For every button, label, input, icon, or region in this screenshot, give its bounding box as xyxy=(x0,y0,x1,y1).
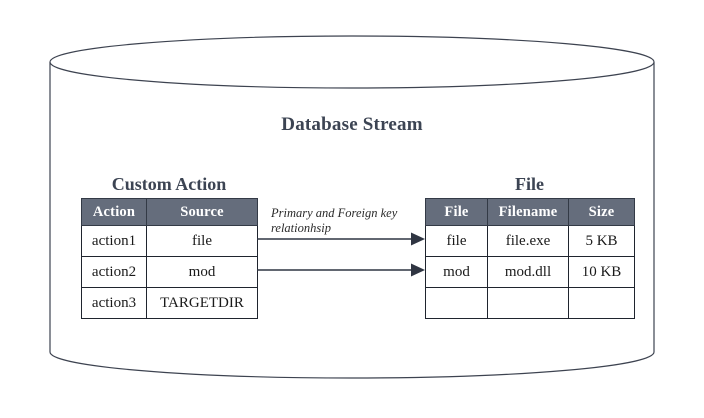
relationship-label-line1: Primary and Foreign key xyxy=(271,206,398,220)
cell-size xyxy=(568,287,635,319)
cell-action: action2 xyxy=(81,256,147,288)
relationship-arrow-1 xyxy=(257,232,425,246)
table-row[interactable]: action3 TARGETDIR xyxy=(81,287,258,319)
database-stream-title: Database Stream xyxy=(281,114,423,135)
file-table: File Filename Size file file.exe 5 KB mo… xyxy=(425,198,635,319)
relationship-label: Primary and Foreign key relationhsip xyxy=(271,206,419,236)
column-header-size: Size xyxy=(568,198,635,226)
column-header-source: Source xyxy=(146,198,258,226)
cell-size: 5 KB xyxy=(568,225,635,257)
cell-filename: mod.dll xyxy=(487,256,569,288)
cell-source: TARGETDIR xyxy=(146,287,258,319)
cylinder-top-ellipse xyxy=(49,35,655,89)
custom-action-table-title: Custom Action xyxy=(111,174,227,194)
table-row-empty[interactable] xyxy=(425,287,635,319)
cell-action: action3 xyxy=(81,287,147,319)
table-header-row: File Filename Size xyxy=(425,198,635,226)
cell-source: mod xyxy=(146,256,258,288)
relationship-arrow-2 xyxy=(257,263,425,277)
cell-file: file xyxy=(425,225,488,257)
cell-file xyxy=(425,287,488,319)
cylinder-bottom-arc xyxy=(49,351,655,379)
table-row[interactable]: file file.exe 5 KB xyxy=(425,225,635,257)
file-table-title: File xyxy=(515,174,544,194)
cell-filename xyxy=(487,287,569,319)
custom-action-table: Action Source action1 file action2 mod a… xyxy=(81,198,258,319)
table-header-row: Action Source xyxy=(81,198,258,226)
table-row[interactable]: action2 mod xyxy=(81,256,258,288)
column-header-file: File xyxy=(425,198,488,226)
cell-action: action1 xyxy=(81,225,147,257)
relationship-label-line2: relationhsip xyxy=(271,221,331,235)
cell-size: 10 KB xyxy=(568,256,635,288)
cell-filename: file.exe xyxy=(487,225,569,257)
